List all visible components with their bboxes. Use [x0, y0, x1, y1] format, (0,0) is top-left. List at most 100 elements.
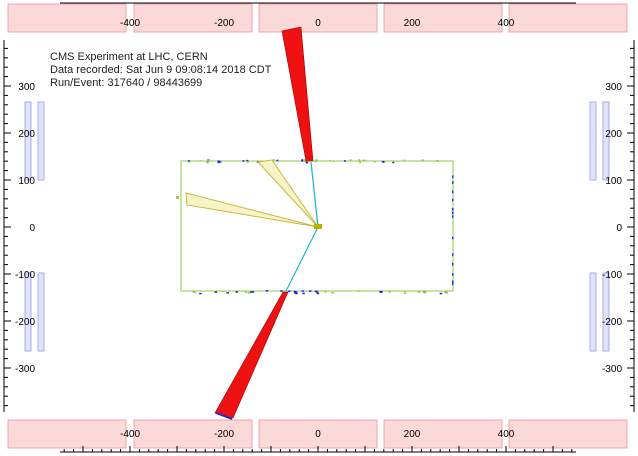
right-scale-label: 200: [605, 129, 622, 140]
hit-bottom: [248, 292, 251, 294]
side-chamber-left-upper-2: [37, 101, 45, 181]
hit-top: [276, 159, 279, 162]
hit-bottom: [302, 292, 305, 295]
hit-bottom: [357, 290, 360, 292]
bottom-muon-chambers: [7, 419, 628, 449]
hit-bottom: [301, 290, 305, 292]
event-info: CMS Experiment at LHC, CERN Data recorde…: [50, 51, 271, 90]
top-scale-label: -200: [214, 18, 234, 29]
small-yellow-marker: [176, 196, 179, 199]
side-chamber-left-upper-1: [24, 101, 32, 181]
muon-chamber-top-3: [258, 3, 378, 33]
top-scale-label: 0: [315, 18, 321, 29]
hit-right: [452, 273, 454, 276]
hit-right: [452, 253, 454, 256]
bottom-scale-label: 0: [315, 429, 321, 440]
hit-top: [363, 159, 366, 162]
hit-bottom: [235, 291, 239, 293]
hit-top: [315, 159, 318, 161]
hit-top: [392, 161, 395, 164]
hit-right: [452, 282, 454, 286]
hit-right: [452, 190, 454, 194]
muon-chamber-top-1: [7, 3, 127, 33]
hit-top: [219, 161, 222, 163]
hit-bottom: [439, 292, 443, 295]
hit-top: [272, 159, 275, 161]
yellow-energy-wedge-left: [185, 192, 319, 228]
right-scale-label: -300: [602, 364, 622, 375]
hit-top: [306, 161, 309, 164]
hit-top: [304, 160, 307, 162]
hit-right: [452, 215, 454, 218]
hit-bottom: [244, 291, 247, 293]
muon-chamber-bottom-2: [133, 419, 253, 449]
top-scale-label: -400: [120, 18, 140, 29]
red-jet-lower: [214, 291, 289, 419]
hit-top: [242, 160, 245, 162]
hit-bottom: [251, 291, 255, 293]
red-jet-upper: [281, 26, 314, 162]
hit-bottom: [294, 291, 298, 293]
hit-bottom: [331, 291, 334, 294]
muon-chamber-bottom-3: [258, 419, 378, 449]
hit-bottom: [193, 291, 197, 294]
right-scale-label: -100: [602, 270, 622, 281]
hit-top: [349, 159, 352, 161]
muon-chamber-top-5: [508, 3, 628, 33]
hit-top: [437, 160, 440, 163]
hit-top: [382, 161, 385, 163]
hit-top: [246, 159, 249, 162]
hit-bottom: [388, 291, 391, 293]
left-scale-label: 100: [18, 176, 35, 187]
hit-bottom: [221, 290, 225, 292]
side-chamber-left-lower-1: [24, 272, 32, 352]
hit-bottom: [249, 291, 253, 293]
side-chambers: [24, 101, 610, 352]
hit-bottom: [214, 291, 218, 293]
right-scale-label: 0: [616, 223, 622, 234]
bottom-scale-label: -400: [120, 429, 140, 440]
hit-bottom: [293, 290, 297, 293]
right-scale-label: -200: [602, 317, 622, 328]
hit-bottom: [380, 291, 383, 293]
bottom-scale-label: -200: [214, 429, 234, 440]
left-scale-label: 0: [29, 223, 35, 234]
hit-top: [301, 159, 304, 161]
hit-top: [187, 160, 190, 162]
right-scale-label: 300: [605, 82, 622, 93]
side-chamber-right-lower-2: [602, 272, 610, 352]
hit-top: [217, 161, 220, 164]
track-lower: [285, 226, 319, 292]
left-scale-label: 300: [18, 82, 35, 93]
hit-right: [452, 262, 454, 266]
interaction-vertex: [314, 224, 322, 229]
hit-bottom: [295, 292, 298, 295]
yellow-energy-wedge-upper: [256, 159, 319, 228]
hit-bottom: [287, 290, 291, 293]
hit-right: [452, 280, 454, 283]
hit-bottom: [308, 290, 312, 292]
hit-bottom: [192, 290, 195, 293]
muon-chamber-bottom-5: [508, 419, 628, 449]
hit-top: [332, 160, 335, 162]
hit-top: [301, 160, 304, 162]
hit-top: [329, 159, 332, 162]
hit-bottom: [417, 291, 421, 293]
top-scale-label: 400: [498, 18, 515, 29]
hit-right: [452, 181, 454, 184]
hit-top: [359, 161, 362, 164]
muon-chamber-top-4: [383, 3, 503, 33]
bottom-scale-label: 200: [404, 429, 421, 440]
hit-right: [452, 175, 454, 179]
hit-bottom: [403, 290, 407, 293]
hit-top: [314, 160, 317, 163]
hit-bottom: [199, 292, 202, 295]
left-scale-label: -100: [15, 270, 35, 281]
track-upper: [310, 161, 319, 228]
side-chamber-left-lower-2: [37, 272, 45, 352]
hit-top: [343, 160, 346, 162]
left-scale-label: 200: [18, 129, 35, 140]
hit-top: [421, 159, 424, 161]
hit-bottom: [316, 292, 320, 295]
